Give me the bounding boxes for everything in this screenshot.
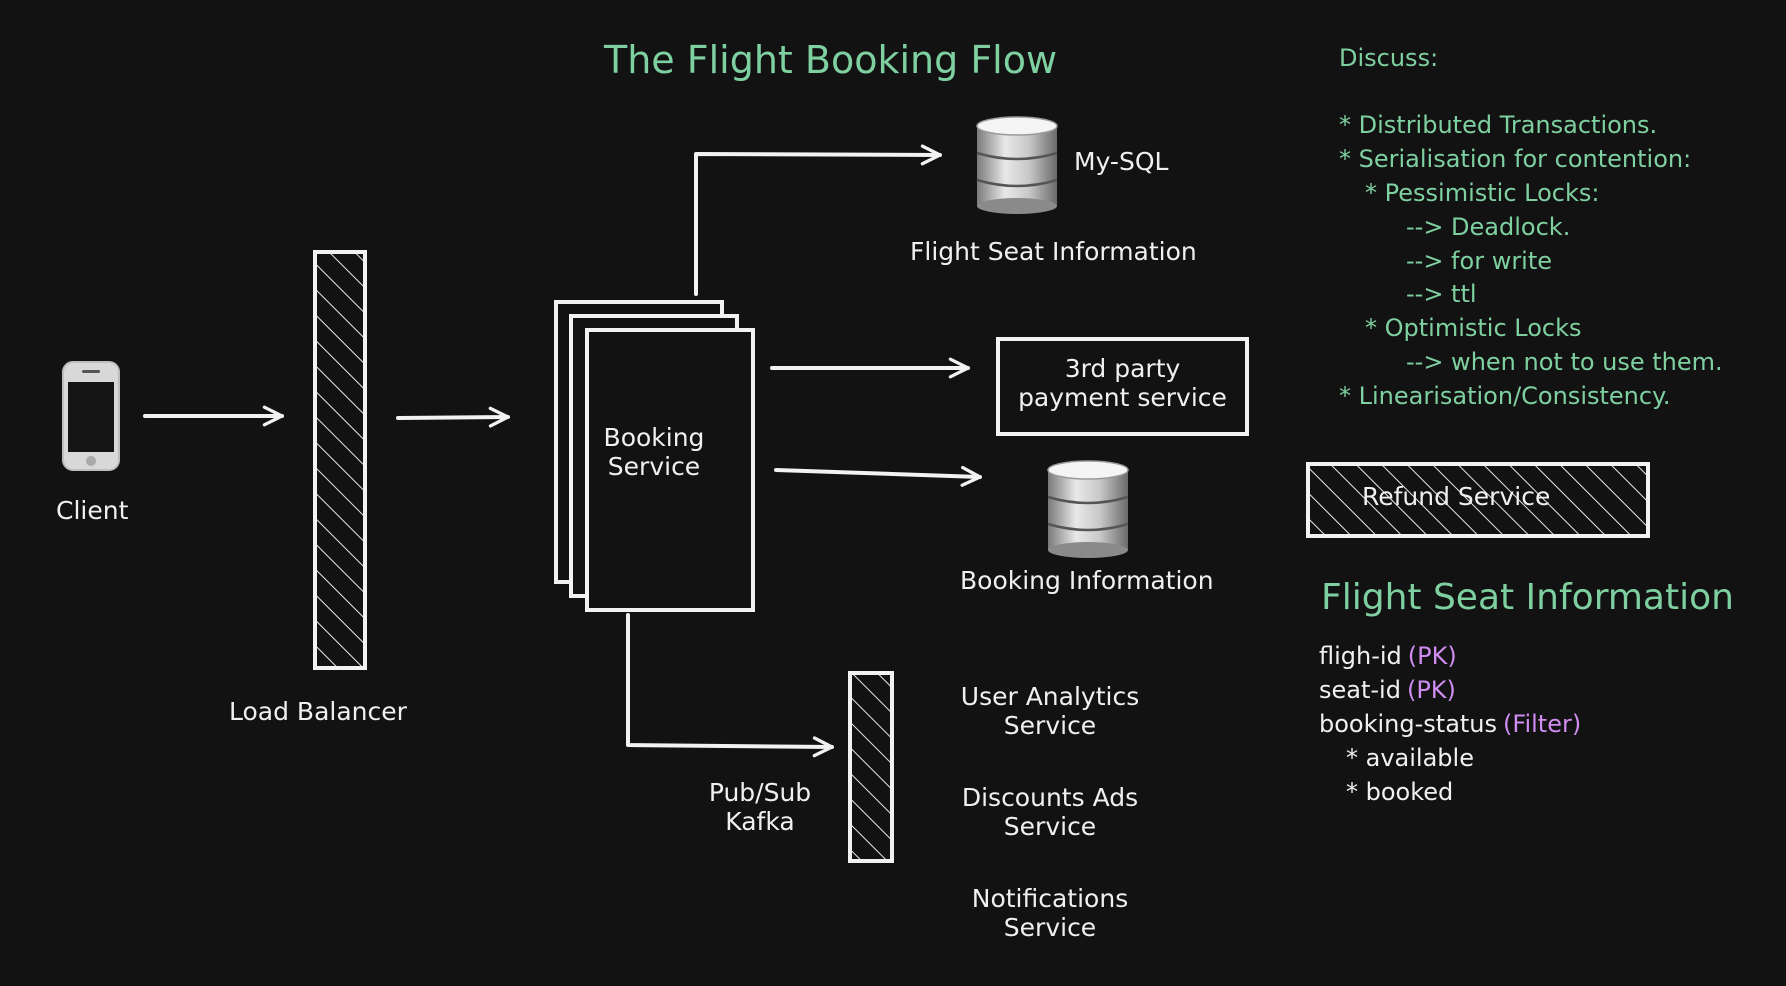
- schema-field-name: booking-status: [1319, 710, 1498, 738]
- schema-title: Flight Seat Information: [1321, 577, 1734, 618]
- schema-field-name: fligh-id: [1319, 642, 1402, 670]
- payment-service-label-line1: 3rd party: [1064, 354, 1181, 383]
- notes-line: --> Deadlock.: [1406, 213, 1571, 241]
- notes-line: --> for write: [1406, 247, 1553, 275]
- subscriber-line2: Service: [1003, 812, 1097, 841]
- kafka-label: Pub/Sub Kafka: [690, 778, 830, 836]
- mysql-label: My-SQL: [1074, 147, 1169, 176]
- arrow-booking-to-kafka: [626, 613, 834, 758]
- subscriber-line2: Service: [1003, 711, 1097, 740]
- load-balancer-label: Load Balancer: [229, 697, 407, 726]
- kafka-label-line2: Kafka: [725, 807, 795, 836]
- schema-field: booking-status(Filter): [1319, 710, 1581, 738]
- payment-service-label-line2: payment service: [1018, 383, 1227, 412]
- booking-service-label: Booking Service: [596, 423, 712, 481]
- arrow-booking-to-mysql: [694, 144, 942, 296]
- booking-service-label-line1: Booking: [603, 423, 705, 452]
- schema-status-value: * available: [1346, 744, 1474, 772]
- payment-service-box: [996, 337, 1249, 436]
- refund-service-label: Refund Service: [1362, 482, 1551, 511]
- subscriber-line1: Notifications: [971, 884, 1129, 913]
- subscriber-user-analytics: User Analytics Service: [945, 682, 1155, 740]
- arrow-lb-to-booking: [396, 406, 510, 428]
- database-icon: [976, 116, 1058, 214]
- schema-field: seat-id(PK): [1319, 676, 1456, 704]
- schema-field-tag: (Filter): [1503, 710, 1582, 738]
- booking-db-label: Booking Information: [960, 566, 1214, 595]
- notes-line: * Linearisation/Consistency.: [1339, 382, 1671, 410]
- subscriber-line1: Discounts Ads: [961, 783, 1139, 812]
- subscriber-line2: Service: [1003, 913, 1097, 942]
- flight-seat-db-label: Flight Seat Information: [910, 237, 1197, 266]
- booking-service-label-line2: Service: [607, 452, 701, 481]
- kafka-label-line1: Pub/Sub: [708, 778, 812, 807]
- notes-line: --> ttl: [1406, 280, 1477, 308]
- notes-line: * Optimistic Locks: [1365, 314, 1582, 342]
- client-label: Client: [56, 496, 129, 525]
- phone-icon: [62, 361, 120, 471]
- schema-field: fligh-id(PK): [1319, 642, 1457, 670]
- subscriber-discounts-ads: Discounts Ads Service: [945, 783, 1155, 841]
- database-icon: [1047, 460, 1129, 558]
- notes-line: --> when not to use them.: [1406, 348, 1723, 376]
- diagram-title: The Flight Booking Flow: [604, 38, 1058, 82]
- notes-line: * Pessimistic Locks:: [1365, 179, 1600, 207]
- load-balancer-box: [313, 250, 367, 670]
- notes-heading: Discuss:: [1339, 44, 1439, 72]
- schema-status-value: * booked: [1346, 778, 1454, 806]
- notes-line: * Distributed Transactions.: [1339, 111, 1658, 139]
- kafka-box: [848, 671, 894, 863]
- refund-service-box: [1306, 462, 1650, 538]
- schema-field-tag: (PK): [1407, 642, 1457, 670]
- arrow-booking-to-booking-db: [774, 465, 982, 487]
- booking-service-box: [554, 300, 755, 612]
- schema-field-tag: (PK): [1406, 676, 1456, 704]
- subscriber-notifications: Notifications Service: [945, 884, 1155, 942]
- subscriber-line1: User Analytics: [960, 682, 1140, 711]
- payment-service-label: 3rd party payment service: [1000, 354, 1245, 412]
- schema-field-name: seat-id: [1319, 676, 1401, 704]
- notes-line: * Serialisation for contention:: [1339, 145, 1692, 173]
